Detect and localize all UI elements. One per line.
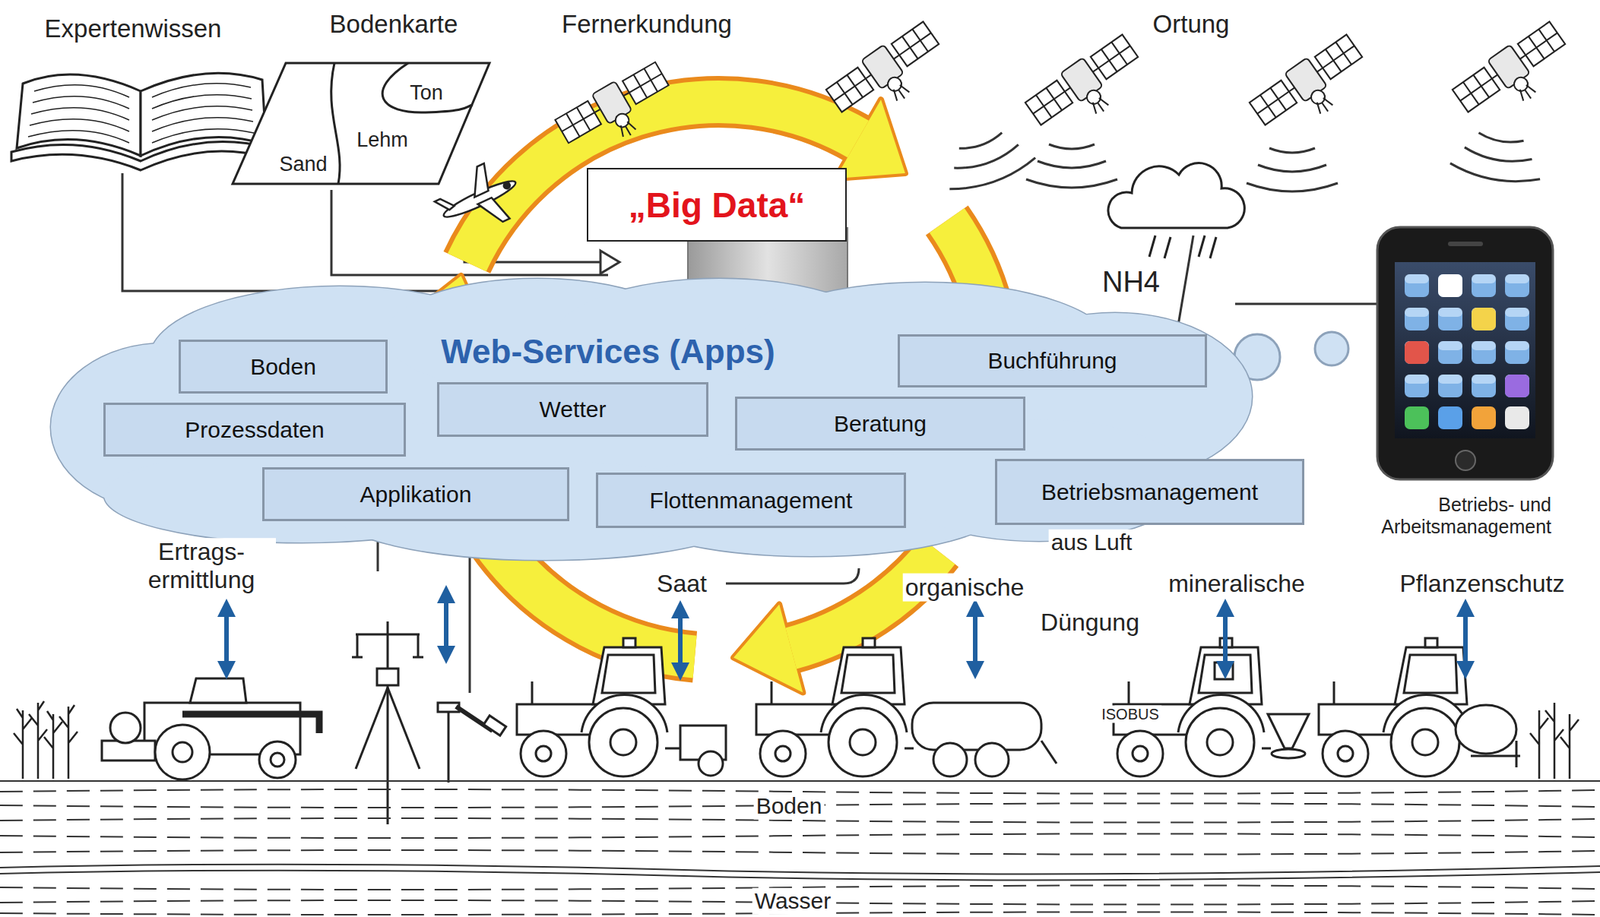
label-text: Sand <box>276 152 330 177</box>
label-text: mineralische <box>1165 570 1308 599</box>
big-data-title: „Big Data“ <box>628 184 806 226</box>
service-box: Boden <box>178 339 388 394</box>
service-box: Applikation <box>262 467 570 522</box>
label-text: Saat <box>654 570 710 599</box>
label-text: aus Luft <box>1048 529 1135 557</box>
label-text: Boden <box>754 793 825 821</box>
service-name: Betriebsmanagement <box>1041 479 1258 506</box>
label-text: NH4 <box>1099 266 1163 300</box>
big-data-box: „Big Data“ <box>586 167 847 242</box>
cloud-title: Web-Services (Apps) <box>440 332 775 371</box>
label-text: Ertrags- ermittlung <box>126 538 276 595</box>
label-text: Pflanzenschutz <box>1397 570 1567 599</box>
service-box: Flottenmanagement <box>595 472 907 529</box>
service-name: Wetter <box>539 396 607 423</box>
label-text: Betriebs- und Arbeitsmanagement <box>1359 494 1554 539</box>
label-text: organische <box>902 573 1027 602</box>
label-text: Bodenkarte <box>327 9 461 39</box>
label-text: Ton <box>407 81 446 105</box>
label-text: Expertenwissen <box>42 14 225 44</box>
service-name: Boden <box>250 354 317 381</box>
label-text: Düngung <box>1038 608 1142 637</box>
service-box: Wetter <box>437 382 709 438</box>
service-name: Applikation <box>360 481 473 508</box>
service-name: Prozessdaten <box>184 417 324 444</box>
service-box: Buchführung <box>897 334 1208 388</box>
service-box: Betriebsmanagement <box>994 459 1305 526</box>
service-name: Buchführung <box>987 348 1117 374</box>
service-box: Prozessdaten <box>103 402 406 457</box>
label-text: ISOBUS <box>1099 706 1162 724</box>
label-text: Lehm <box>354 128 411 153</box>
label-text: Ortung <box>1150 9 1233 39</box>
web-services-cloud: Web-Services (Apps) Boden BuchführungProze… <box>50 275 1252 563</box>
service-name: Beratung <box>833 411 927 438</box>
service-box: Beratung <box>735 396 1026 451</box>
label-text: Fernerkundung <box>559 9 735 39</box>
service-name: Flottenmanagement <box>649 487 853 514</box>
label-text: Wasser <box>752 888 834 916</box>
